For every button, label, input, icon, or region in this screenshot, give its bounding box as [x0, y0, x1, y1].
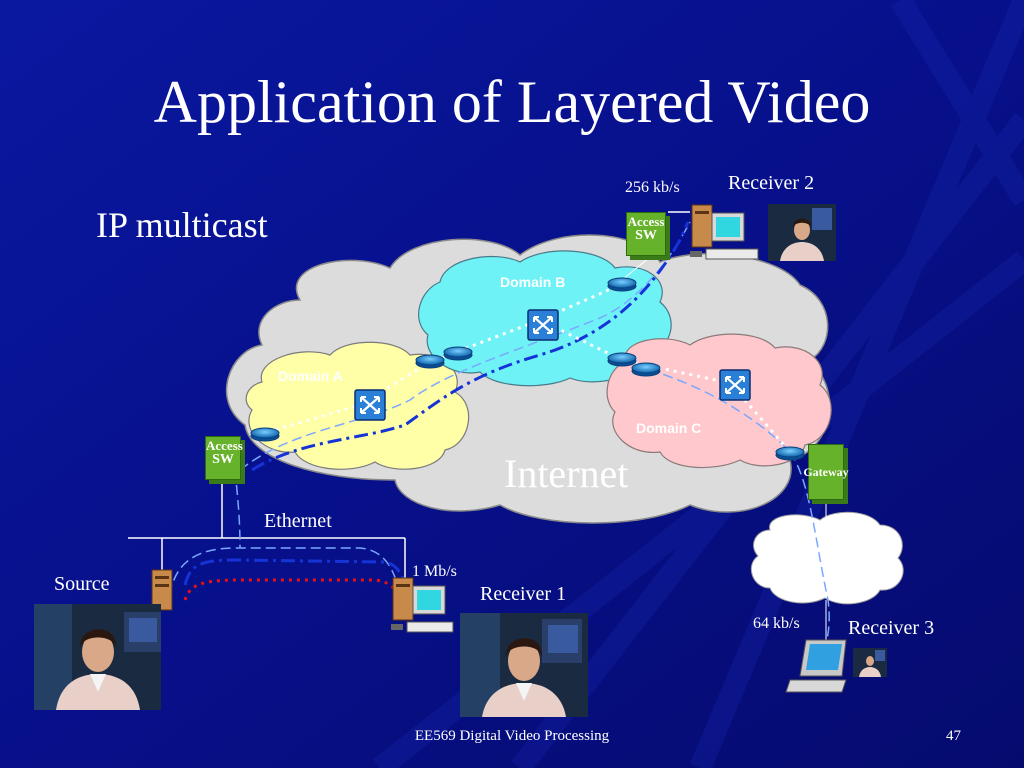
slide-subtitle: IP multicast	[96, 205, 268, 245]
receiver1-computer-icon	[391, 577, 454, 633]
receiver1-label: Receiver 1	[480, 583, 567, 605]
receiver3-video-thumbnail	[853, 648, 887, 677]
page-number: 47	[946, 728, 961, 744]
router-icons	[250, 277, 805, 461]
domain-a-label: Domain A	[278, 368, 343, 384]
receiver3-rate: 64 kb/s	[753, 615, 800, 632]
receiver2-rate: 256 kb/s	[625, 179, 680, 196]
receiver3-laptop-icon	[785, 639, 847, 693]
domain-c-label: Domain C	[636, 420, 702, 436]
receiver1-rate: 1 Mb/s	[412, 563, 457, 580]
receiver2-computer-icon	[690, 204, 759, 260]
access-network-cloud	[750, 511, 904, 605]
access-switch-label-line1: Access	[627, 214, 665, 229]
access-switch-label-line2: SW	[212, 452, 234, 467]
receiver3-label: Receiver 3	[848, 617, 935, 639]
source-computer-icon	[151, 569, 173, 611]
slide-title: Application of Layered Video	[153, 69, 871, 135]
receiver1-video-thumbnail	[460, 613, 588, 717]
internet-label: Internet	[504, 451, 629, 496]
core-switch-icons	[354, 309, 751, 421]
ethernet-label: Ethernet	[264, 510, 332, 532]
access-switch-top: Access SW	[626, 212, 666, 256]
access-switch-label-line2: SW	[635, 228, 657, 243]
gateway-box: Gateway	[803, 444, 849, 500]
receiver2-label: Receiver 2	[728, 172, 815, 194]
access-switch-label-line1: Access	[206, 438, 243, 453]
access-switch-left: Access SW	[205, 436, 243, 480]
receiver2-video-thumbnail	[768, 204, 836, 261]
footer-text: EE569 Digital Video Processing	[414, 728, 610, 744]
domain-b-label: Domain B	[500, 274, 566, 290]
gateway-label: Gateway	[803, 465, 849, 479]
source-label: Source	[54, 573, 110, 595]
source-video-thumbnail	[34, 604, 161, 710]
domain-c-cloud	[606, 333, 832, 469]
